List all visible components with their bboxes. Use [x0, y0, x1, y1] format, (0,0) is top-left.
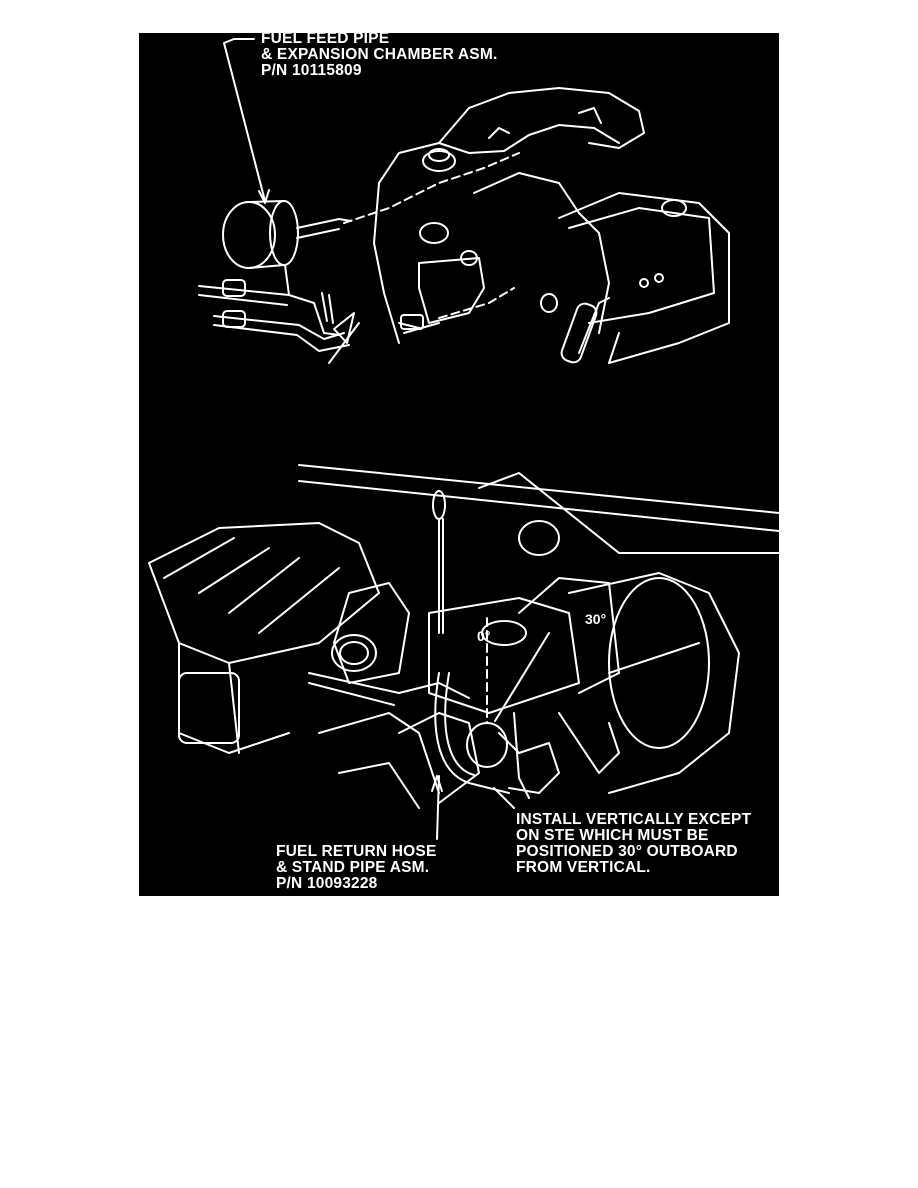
fuel-feed-leader-line	[223, 38, 270, 204]
upper-engine	[343, 87, 730, 364]
label-line: P/N 10093228	[276, 875, 378, 892]
label-line: & EXPANSION CHAMBER ASM.	[261, 46, 498, 63]
diagram-panel: FUEL FEED PIPE & EXPANSION CHAMBER ASM. …	[139, 31, 779, 896]
angle-thirty-label: 30°	[585, 611, 607, 627]
label-line: FROM VERTICAL.	[516, 859, 651, 876]
label-line: POSITIONED 30° OUTBOARD	[516, 843, 738, 860]
engine-line-art	[148, 38, 779, 840]
install-note-label: INSTALL VERTICALLY EXCEPT ON STE WHICH M…	[516, 812, 751, 876]
label-line: ON STE WHICH MUST BE	[516, 827, 709, 844]
angle-zero-label: 0°	[477, 628, 491, 644]
fuel-feed-pipe-label: FUEL FEED PIPE & EXPANSION CHAMBER ASM. …	[261, 31, 497, 79]
label-line: P/N 10115809	[261, 62, 362, 79]
label-line: FUEL FEED PIPE	[261, 30, 390, 47]
label-line: FUEL RETURN HOSE	[276, 843, 437, 860]
expansion-chamber	[198, 200, 360, 364]
fuel-return-hose-label: FUEL RETURN HOSE & STAND PIPE ASM. P/N 1…	[276, 844, 437, 892]
label-line: & STAND PIPE ASM.	[276, 859, 430, 876]
label-line: INSTALL VERTICALLY EXCEPT	[516, 811, 752, 828]
lower-engine	[148, 464, 779, 840]
